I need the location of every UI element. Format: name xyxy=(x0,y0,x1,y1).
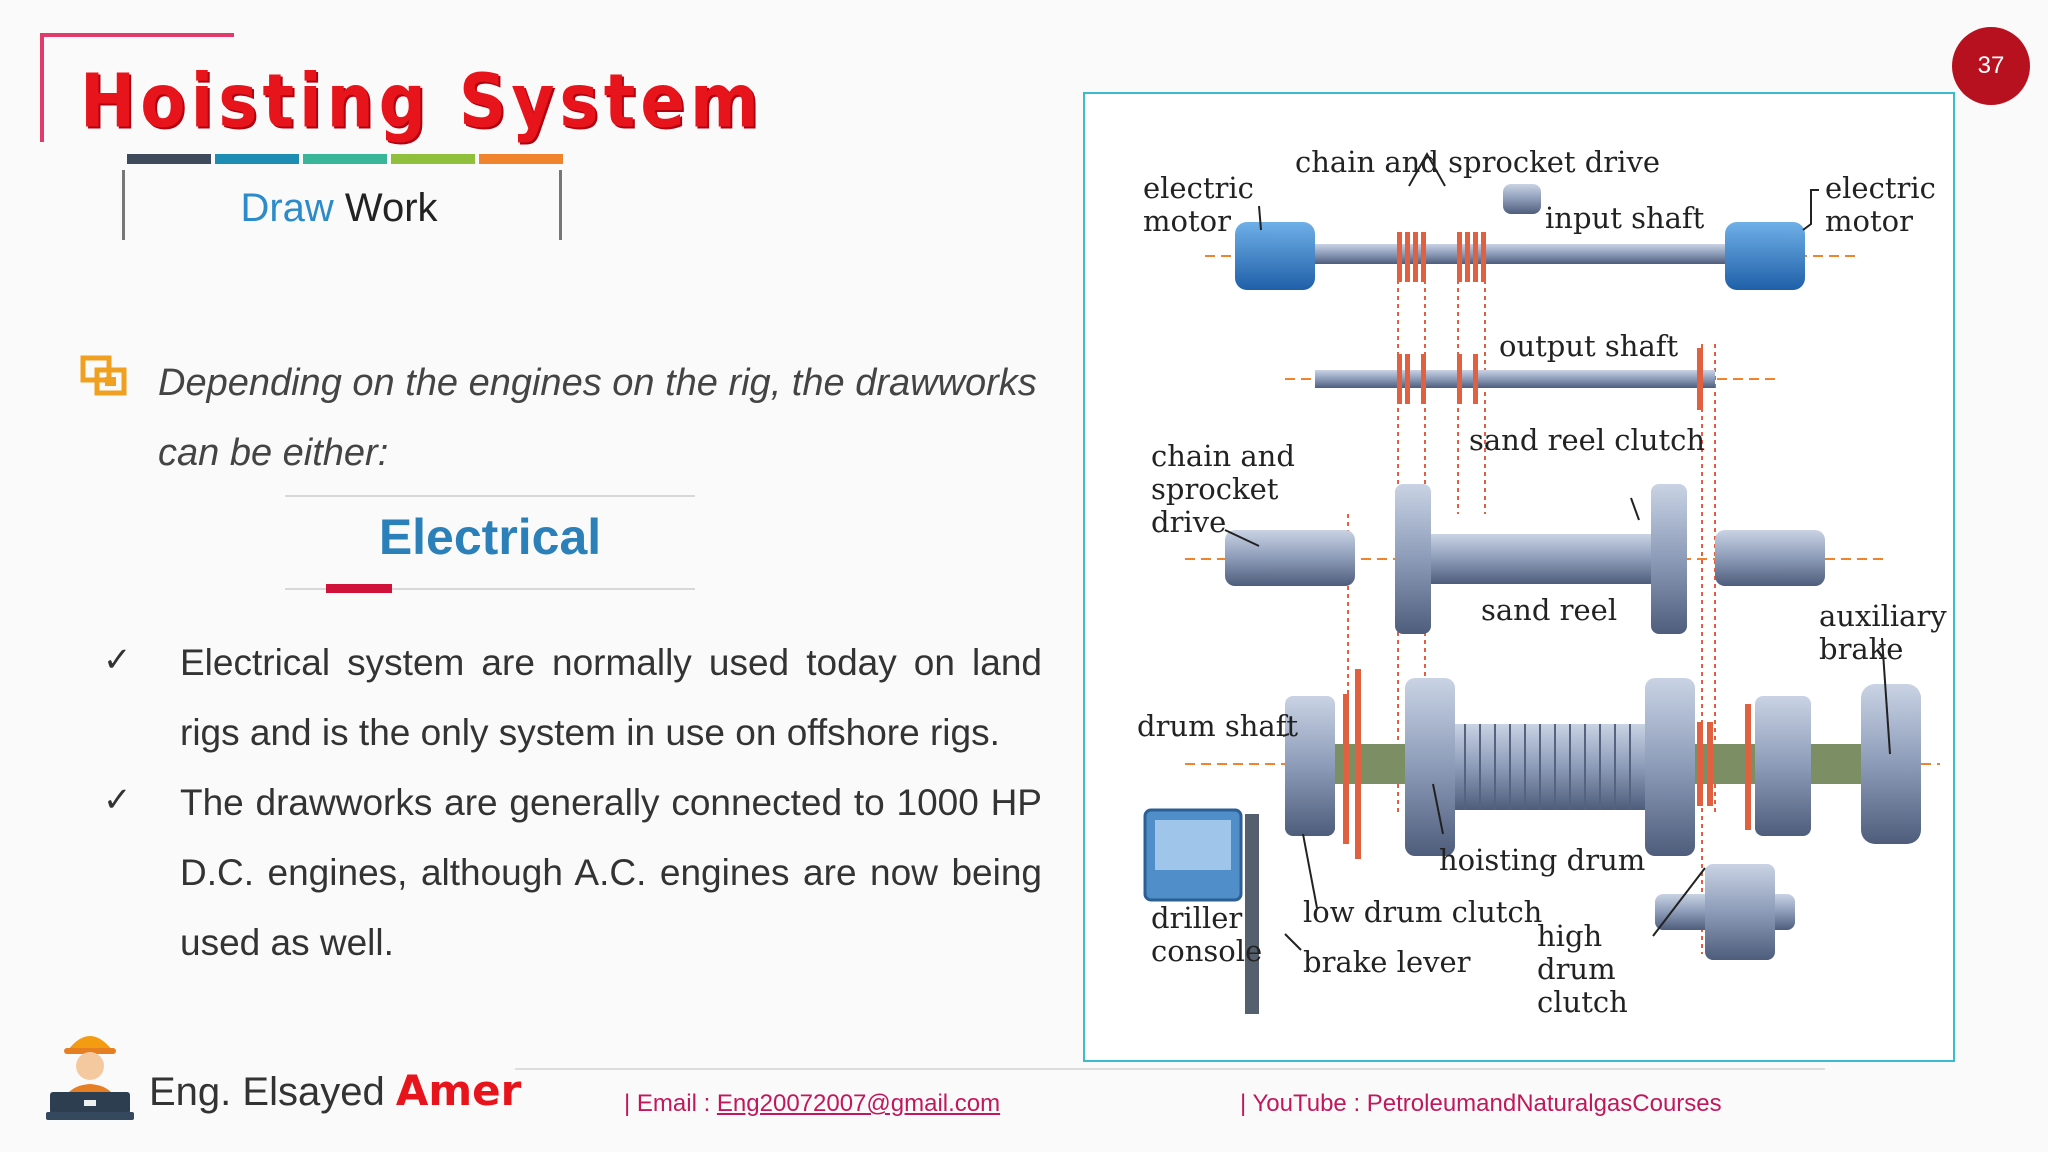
title-bracket xyxy=(40,33,234,142)
author-name: Eng. Elsayed Amer xyxy=(149,1066,521,1115)
check-icon: ✓ xyxy=(103,641,132,679)
page-number-badge: 37 xyxy=(1952,27,2030,105)
diagram-label: electric motor xyxy=(1825,171,1936,238)
copy-squares-icon xyxy=(80,355,127,396)
email-label: | Email : xyxy=(624,1090,711,1117)
engineer-avatar-icon xyxy=(46,1036,134,1120)
drawworks-illustration xyxy=(1143,151,1940,1014)
email-link[interactable]: Eng20072007@gmail.com xyxy=(716,1090,1001,1117)
color-segment xyxy=(303,154,387,164)
intro-text: Depending on the engines on the rig, the… xyxy=(158,362,1037,474)
subtitle-part2: Work xyxy=(344,186,438,230)
diagram-label: high drum clutch xyxy=(1537,919,1628,1019)
diagram-label: input shaft xyxy=(1545,201,1705,235)
check-icon: ✓ xyxy=(103,781,132,819)
color-segment xyxy=(215,154,299,164)
section-accent xyxy=(326,584,392,593)
color-segment xyxy=(127,154,211,164)
youtube-info[interactable]: | YouTube : PetroleumandNaturalgasCourse… xyxy=(1240,1090,1722,1117)
section-divider-bottom xyxy=(285,588,695,590)
section-divider-top xyxy=(285,495,695,497)
page-title: Hoisting System xyxy=(80,58,764,145)
title-color-bar xyxy=(127,154,563,164)
diagram-label: output shaft xyxy=(1499,329,1679,363)
diagram-label: chain and sprocket drive xyxy=(1151,439,1295,539)
author-prefix: Eng. Elsayed xyxy=(149,1070,385,1114)
diagram-label: driller console xyxy=(1151,901,1263,968)
author-surname: Amer xyxy=(395,1066,522,1115)
color-segment xyxy=(479,154,563,164)
subtitle-box xyxy=(122,170,562,240)
color-segment xyxy=(391,154,475,164)
subtitle: Draw Work xyxy=(122,186,556,231)
diagram-label: low drum clutch xyxy=(1303,895,1543,929)
diagram-label: hoisting drum xyxy=(1439,843,1646,877)
drawworks-diagram: electric motor chain and sprocket drive … xyxy=(1083,92,1955,1062)
email-info: | Email : Eng20072007@gmail.com xyxy=(624,1090,1000,1118)
subtitle-part1: Draw xyxy=(240,186,334,230)
diagram-label: sand reel clutch xyxy=(1469,423,1706,457)
bullet-text: The drawworks are generally connected to… xyxy=(180,782,1042,963)
diagram-label: chain and sprocket drive xyxy=(1295,145,1660,179)
footer-divider xyxy=(515,1068,1825,1070)
section-title: Electrical xyxy=(378,509,602,565)
diagram-label: drum shaft xyxy=(1137,709,1299,743)
diagram-label: brake lever xyxy=(1303,945,1471,979)
diagram-label: auxiliary brake xyxy=(1819,599,1947,666)
diagram-label: electric motor xyxy=(1143,171,1254,238)
diagram-label: sand reel xyxy=(1481,593,1618,627)
bullet-text: Electrical system are normally used toda… xyxy=(180,642,1042,753)
